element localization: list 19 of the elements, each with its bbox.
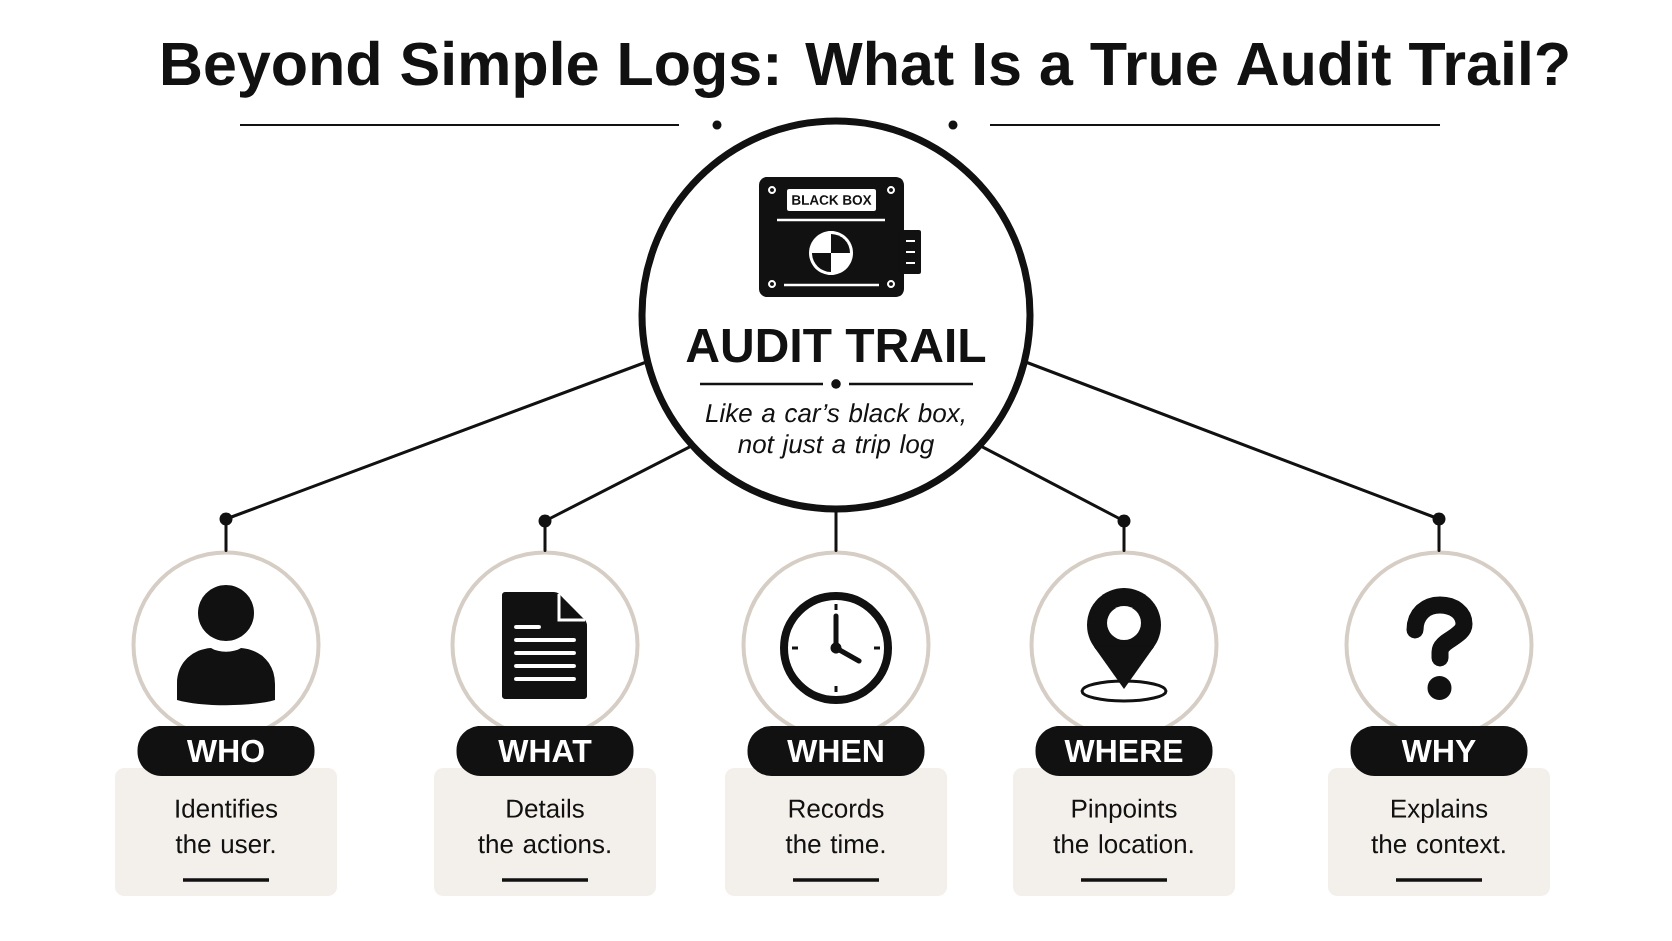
name-plate: BLACK BOX (787, 189, 876, 211)
label-pill: WHAT (456, 726, 634, 776)
connector-line (981, 445, 1126, 552)
description-box: Pinpoints the location. (1013, 768, 1235, 896)
title: Beyond Simple Logs: What Is a True Audit Trail? (163, 40, 1568, 98)
description-box: Details the actions. (434, 768, 656, 896)
label-pill: WHY (1350, 726, 1528, 776)
description-box: Explains the context. (1328, 768, 1550, 896)
connector-line (543, 445, 691, 552)
description-box: Records the time. (725, 768, 947, 896)
hub-title: AUDIT TRAIL (686, 329, 986, 363)
description-box: Identifies the user. (115, 768, 337, 896)
label-pill: WHEN (747, 726, 925, 776)
label-pill: WHO (137, 726, 315, 776)
label-pill: WHERE (1035, 726, 1213, 776)
hub-subtitle: Like a car’s black box, not just a trip log (705, 403, 964, 459)
connector-line (224, 361, 646, 552)
connector-line (1026, 361, 1441, 552)
connector-line (834, 511, 838, 552)
